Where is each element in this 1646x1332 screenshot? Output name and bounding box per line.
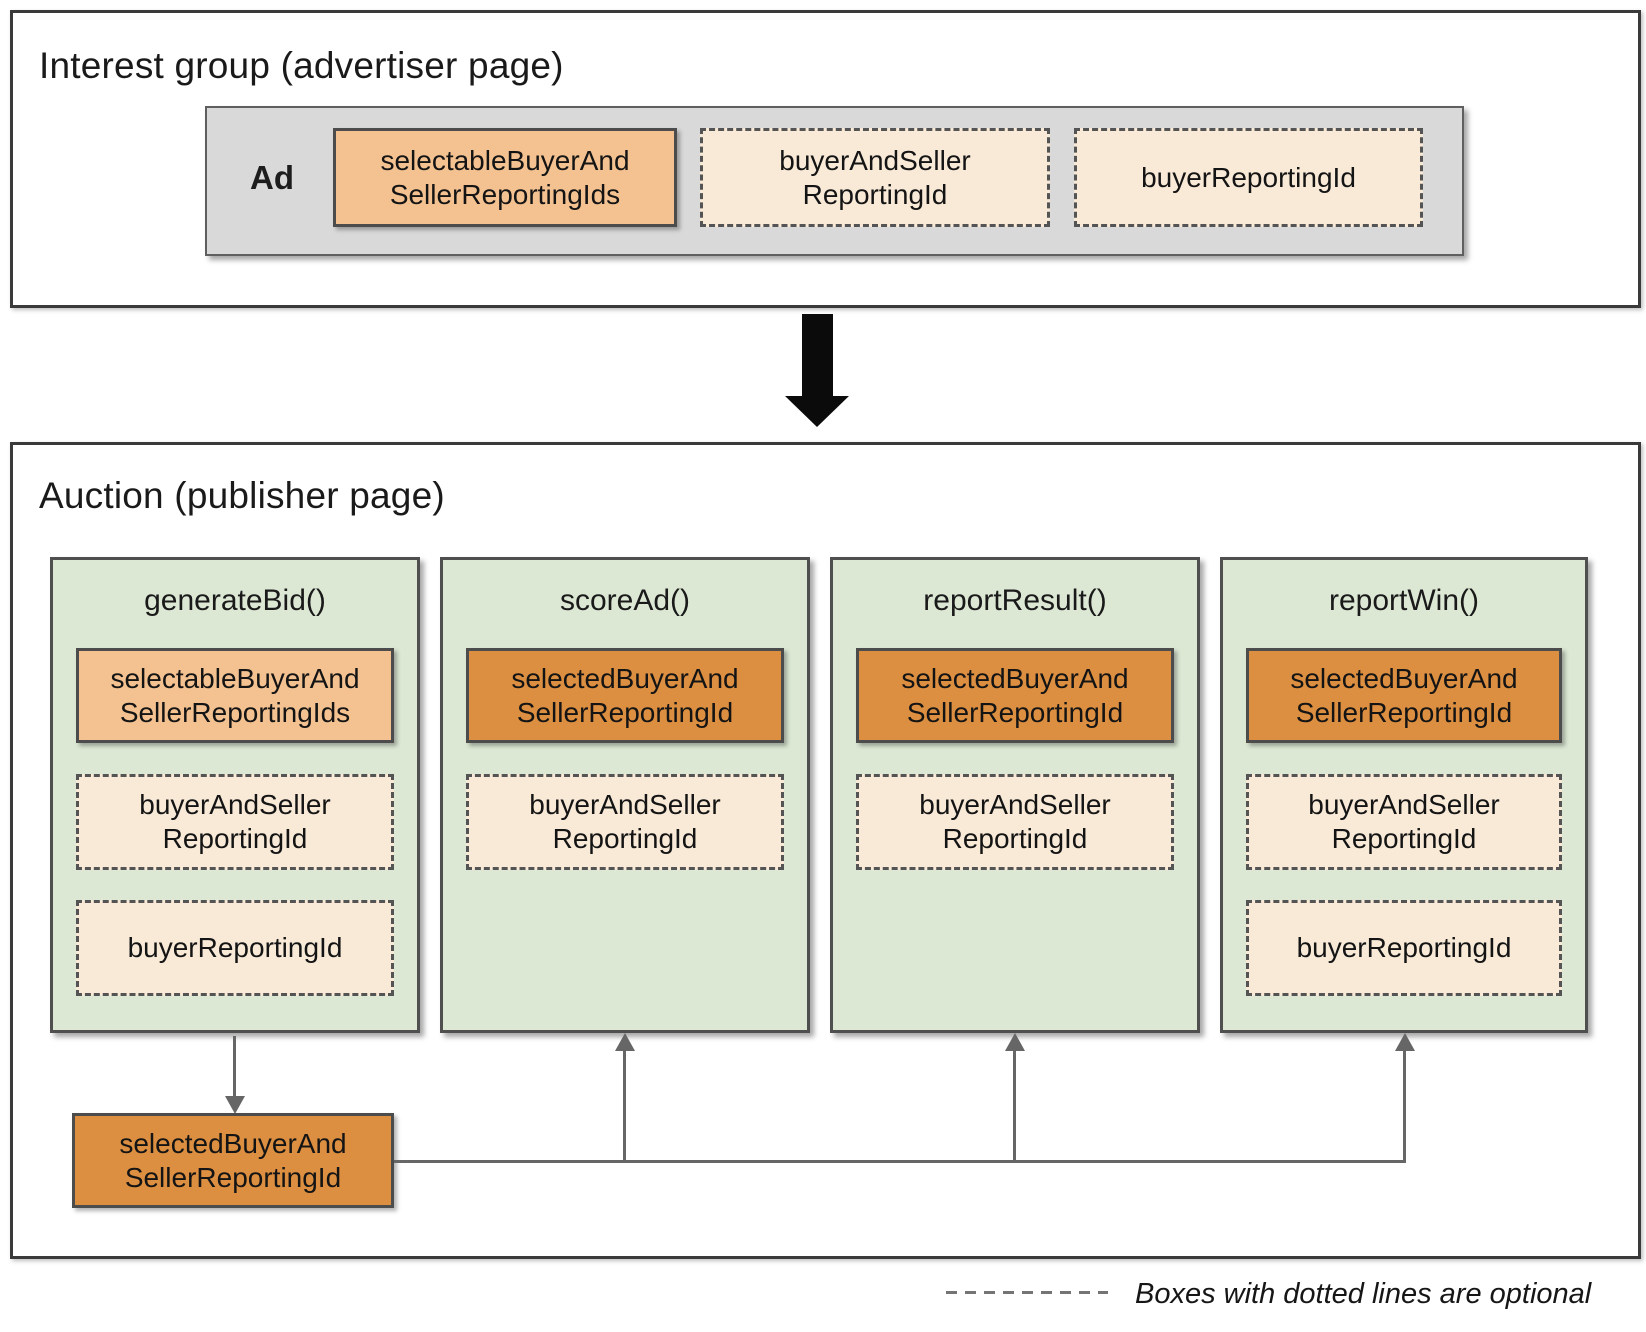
generate-bid-box-selectable-buyer-and-seller-reporting-ids: selectableBuyerAnd SellerReportingIds <box>76 648 394 743</box>
score-ad-box-buyer-and-seller-reporting-id: buyerAndSeller ReportingId <box>466 774 784 870</box>
report-win-box-buyer-reporting-id: buyerReportingId <box>1246 900 1562 996</box>
down-arrow-head-icon <box>785 396 849 427</box>
column-report-win: reportWin() selectedBuyerAnd SellerRepor… <box>1220 557 1588 1033</box>
box-label: buyerAndSeller ReportingId <box>919 789 1111 854</box>
ig-box-buyer-and-seller-reporting-id: buyerAndSeller ReportingId <box>700 128 1050 227</box>
arrowhead-down-icon <box>225 1096 245 1114</box>
box-label: selectableBuyerAnd SellerReportingIds <box>110 662 360 728</box>
column-generate-bid: generateBid() selectableBuyerAnd SellerR… <box>50 557 420 1033</box>
report-result-box-buyer-and-seller-reporting-id: buyerAndSeller ReportingId <box>856 774 1174 870</box>
interest-group-title: Interest group (advertiser page) <box>39 45 564 86</box>
box-label: selectedBuyerAnd SellerReportingId <box>901 662 1129 728</box>
connector-to-score-ad-line <box>623 1049 626 1161</box>
output-box-selected-buyer-and-seller-reporting-id: selectedBuyerAnd SellerReportingId <box>72 1113 394 1208</box>
report-win-box-buyer-and-seller-reporting-id: buyerAndSeller ReportingId <box>1246 774 1562 870</box>
box-label: buyerAndSeller ReportingId <box>779 144 971 210</box>
legend-dashed-line-icon <box>946 1291 1108 1294</box>
ig-box-selectable-buyer-and-seller-reporting-ids: selectableBuyerAnd SellerReportingIds <box>333 128 677 227</box>
arrowhead-up-icon <box>1005 1033 1025 1051</box>
report-result-box-selected-buyer-and-seller-reporting-id: selectedBuyerAnd SellerReportingId <box>856 648 1174 743</box>
box-label: buyerAndSeller ReportingId <box>529 789 721 854</box>
box-label: selectedBuyerAnd SellerReportingId <box>1290 662 1518 728</box>
arrowhead-up-icon <box>1395 1033 1415 1051</box>
arrowhead-up-icon <box>615 1033 635 1051</box>
column-title: reportResult() <box>923 584 1107 617</box>
connector-bus-line <box>394 1160 1406 1163</box>
column-title: generateBid() <box>144 584 326 617</box>
report-win-box-selected-buyer-and-seller-reporting-id: selectedBuyerAnd SellerReportingId <box>1246 648 1562 743</box>
ig-box-buyer-reporting-id: buyerReportingId <box>1074 128 1423 227</box>
box-label: buyerReportingId <box>127 932 343 963</box>
ad-label: Ad <box>250 158 294 196</box>
box-label: selectableBuyerAnd SellerReportingIds <box>380 144 630 210</box>
box-label: selectedBuyerAnd SellerReportingId <box>511 662 739 728</box>
column-title: scoreAd() <box>559 584 691 617</box>
auction-title: Auction (publisher page) <box>39 475 445 516</box>
box-label: buyerReportingId <box>1141 161 1356 193</box>
connector-to-report-win-line <box>1403 1049 1406 1163</box>
column-report-result: reportResult() selectedBuyerAnd SellerRe… <box>830 557 1200 1033</box>
column-score-ad: scoreAd() selectedBuyerAnd SellerReporti… <box>440 557 810 1033</box>
generate-bid-box-buyer-reporting-id: buyerReportingId <box>76 900 394 996</box>
box-label: buyerAndSeller ReportingId <box>1308 789 1500 854</box>
box-label: buyerReportingId <box>1296 932 1512 963</box>
box-label: selectedBuyerAnd SellerReportingId <box>119 1127 347 1193</box>
connector-to-report-result-line <box>1013 1049 1016 1161</box>
generate-bid-box-buyer-and-seller-reporting-id: buyerAndSeller ReportingId <box>76 774 394 870</box>
legend-text: Boxes with dotted lines are optional <box>1135 1278 1592 1310</box>
box-label: buyerAndSeller ReportingId <box>139 789 331 854</box>
column-title: reportWin() <box>1328 584 1479 617</box>
score-ad-box-selected-buyer-and-seller-reporting-id: selectedBuyerAnd SellerReportingId <box>466 648 784 743</box>
connector-generate-bid-to-output-line <box>233 1036 236 1098</box>
down-arrow-icon <box>802 314 833 398</box>
